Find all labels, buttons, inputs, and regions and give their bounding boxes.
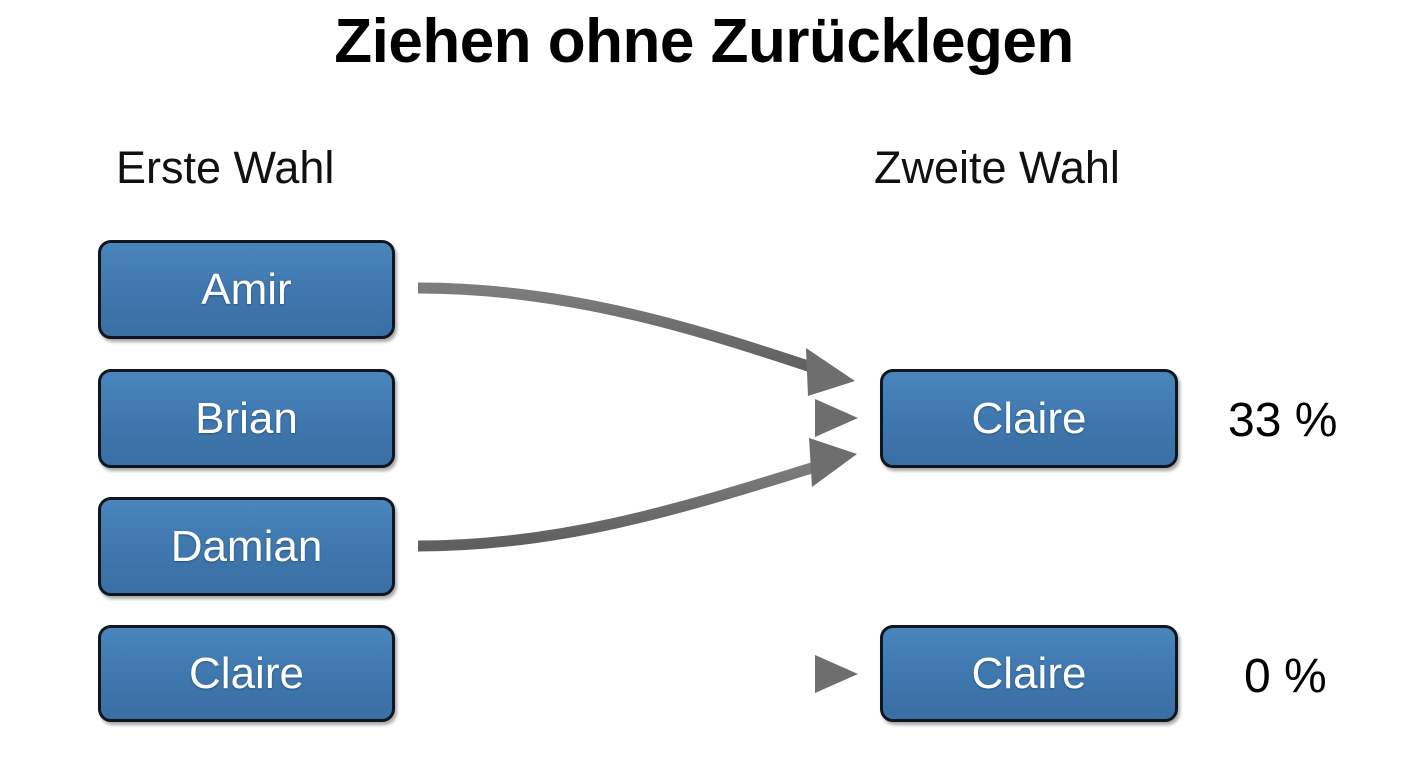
arrow-claire-to-claire [418,655,858,693]
node-label: Claire [971,393,1087,443]
node-label: Amir [201,264,292,314]
node-label: Brian [195,393,298,443]
node-first-choice-claire[interactable]: Claire [98,625,395,722]
probability-label-top: 33 % [1228,394,1338,447]
column-header-first-choice: Erste Wahl [116,142,335,193]
arrow-brian-to-claire [418,399,858,437]
column-header-second-choice: Zweite Wahl [874,142,1120,193]
node-first-choice-amir[interactable]: Amir [98,240,395,339]
node-second-choice-claire-top[interactable]: Claire [880,369,1178,468]
node-first-choice-damian[interactable]: Damian [98,497,395,596]
probability-label-bottom: 0 % [1244,650,1327,703]
node-second-choice-claire-bottom[interactable]: Claire [880,625,1178,722]
page-title: Ziehen ohne Zurücklegen [334,7,1074,76]
node-label: Claire [971,648,1087,698]
arrow-amir-to-claire [417,282,855,396]
node-label: Claire [189,648,304,698]
arrow-damian-to-claire [417,438,857,552]
node-first-choice-brian[interactable]: Brian [98,369,395,468]
node-label: Damian [170,521,323,571]
